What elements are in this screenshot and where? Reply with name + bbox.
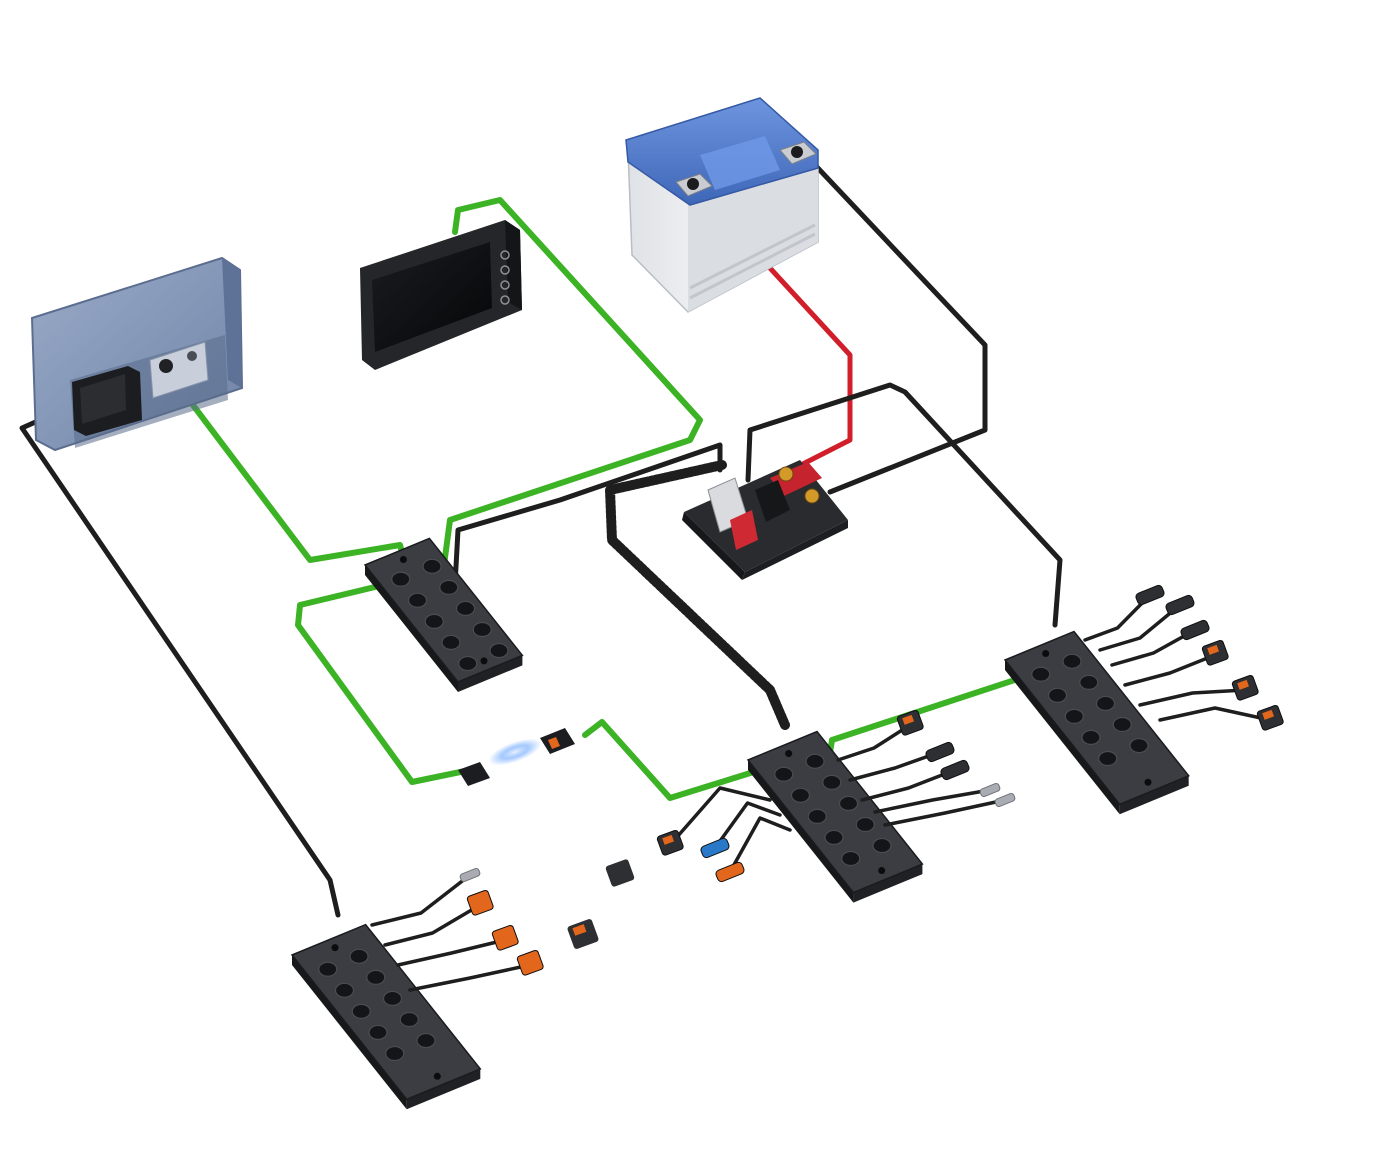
port-socket-icon — [489, 642, 509, 659]
battery-icon — [625, 97, 819, 313]
power-distribution-icon — [682, 460, 848, 580]
port-socket-icon — [805, 753, 825, 769]
port-socket-icon — [1095, 695, 1116, 712]
display-panel-icon — [360, 220, 522, 370]
sensor-connector-icon — [848, 741, 955, 782]
inline-connector-icon — [458, 728, 575, 786]
sensor-connector-icon — [567, 859, 635, 949]
corrugated-conduit-to-center-module — [605, 460, 790, 730]
mounting-hole-icon — [1042, 650, 1050, 658]
port-socket-icon — [391, 571, 411, 587]
battery-negative-terminal-icon — [779, 141, 817, 165]
mounting-hole-icon — [433, 1072, 441, 1080]
power-cable-to-upper-module — [452, 442, 723, 588]
display-button-icon — [500, 295, 510, 305]
port-socket-icon — [351, 1003, 371, 1019]
port-socket-icon — [872, 837, 892, 854]
port-socket-icon — [334, 982, 355, 998]
port-socket-icon — [472, 621, 492, 638]
port-socket-icon — [399, 1011, 419, 1028]
spark-icon — [488, 738, 542, 766]
ground-cable-battery-negative — [812, 162, 988, 495]
sensor-connector-icon — [860, 759, 970, 802]
ground-cable-controller-to-lower-module — [19, 417, 341, 918]
port-socket-icon — [318, 961, 338, 977]
mounting-hole-icon — [878, 867, 886, 875]
mounting-hole-icon — [785, 750, 793, 758]
port-socket-icon — [1064, 708, 1084, 724]
port-socket-icon — [422, 558, 442, 574]
io-modules — [290, 537, 1190, 1110]
sensor-connector-icon — [883, 792, 1016, 827]
port-socket-icon — [349, 948, 369, 964]
port-socket-icon — [441, 634, 461, 651]
sensor-connector-icon — [715, 816, 792, 883]
port-socket-icon — [416, 1032, 436, 1049]
port-socket-icon — [439, 579, 459, 595]
sensor-connector-icon — [700, 801, 782, 859]
data-cable-display-to-upper-module — [439, 197, 703, 583]
sensor-connector-icon — [408, 949, 544, 992]
power-cable-to-right-module — [745, 382, 1063, 628]
mounting-hole-icon — [399, 556, 407, 563]
module-upper-left-io-module-icon — [363, 537, 524, 692]
port-socket-icon — [1062, 653, 1082, 669]
port-socket-icon — [382, 990, 403, 1007]
sensor-connector-icon — [396, 924, 519, 967]
mounting-hole-icon — [480, 657, 488, 665]
port-socket-icon — [385, 1045, 405, 1062]
sensor-connector-icon — [1110, 619, 1210, 667]
display-button-icon — [500, 265, 510, 275]
sensor-connector-icon — [836, 709, 924, 762]
sensor-connector-icon — [873, 782, 1001, 814]
port-socket-icon — [824, 829, 844, 846]
sensor-connector-icon — [1138, 674, 1259, 707]
sensor-connector-icon — [656, 786, 772, 856]
module-lower-left-io-module-icon — [290, 923, 482, 1110]
mounting-hole-icon — [331, 944, 339, 952]
port-socket-icon — [841, 850, 861, 867]
display-button-icon — [500, 250, 510, 260]
port-socket-icon — [1079, 674, 1099, 690]
port-socket-icon — [807, 808, 827, 824]
port-socket-icon — [1081, 729, 1101, 746]
sensor-connector-icon — [1123, 639, 1229, 687]
module-right-io-module-icon — [1003, 630, 1190, 815]
port-socket-icon — [455, 600, 476, 617]
negative-stud-icon — [804, 488, 820, 504]
battery-positive-terminal-icon — [675, 173, 713, 197]
port-socket-icon — [1112, 716, 1132, 733]
port-socket-icon — [822, 774, 842, 790]
port-socket-icon — [458, 655, 478, 672]
sensor-connector-icon — [1083, 584, 1165, 642]
mounting-hole-icon — [1144, 778, 1152, 786]
port-socket-icon — [424, 613, 444, 629]
sensor-connector-icon — [383, 889, 494, 947]
sensor-connectors — [370, 584, 1284, 992]
module-center-io-module-icon — [746, 730, 924, 903]
port-socket-icon — [368, 1024, 388, 1041]
sensor-connector-icon — [1098, 594, 1195, 652]
port-socket-icon — [1129, 737, 1149, 754]
port-socket-icon — [855, 816, 875, 833]
positive-stud-icon — [778, 466, 794, 482]
port-socket-icon — [1047, 687, 1068, 703]
sensor-connector-icon — [370, 867, 481, 927]
port-socket-icon — [407, 592, 428, 608]
port-socket-icon — [366, 969, 386, 985]
data-cable-upper-module-loop — [295, 572, 473, 785]
port-socket-icon — [838, 795, 859, 812]
controller-unit-icon — [30, 256, 244, 452]
port-socket-icon — [790, 787, 811, 803]
port-socket-icon — [774, 766, 794, 782]
port-socket-icon — [1031, 666, 1051, 682]
sensor-connector-icon — [1158, 704, 1284, 731]
display-button-icon — [500, 280, 510, 290]
port-socket-icon — [1098, 750, 1118, 767]
